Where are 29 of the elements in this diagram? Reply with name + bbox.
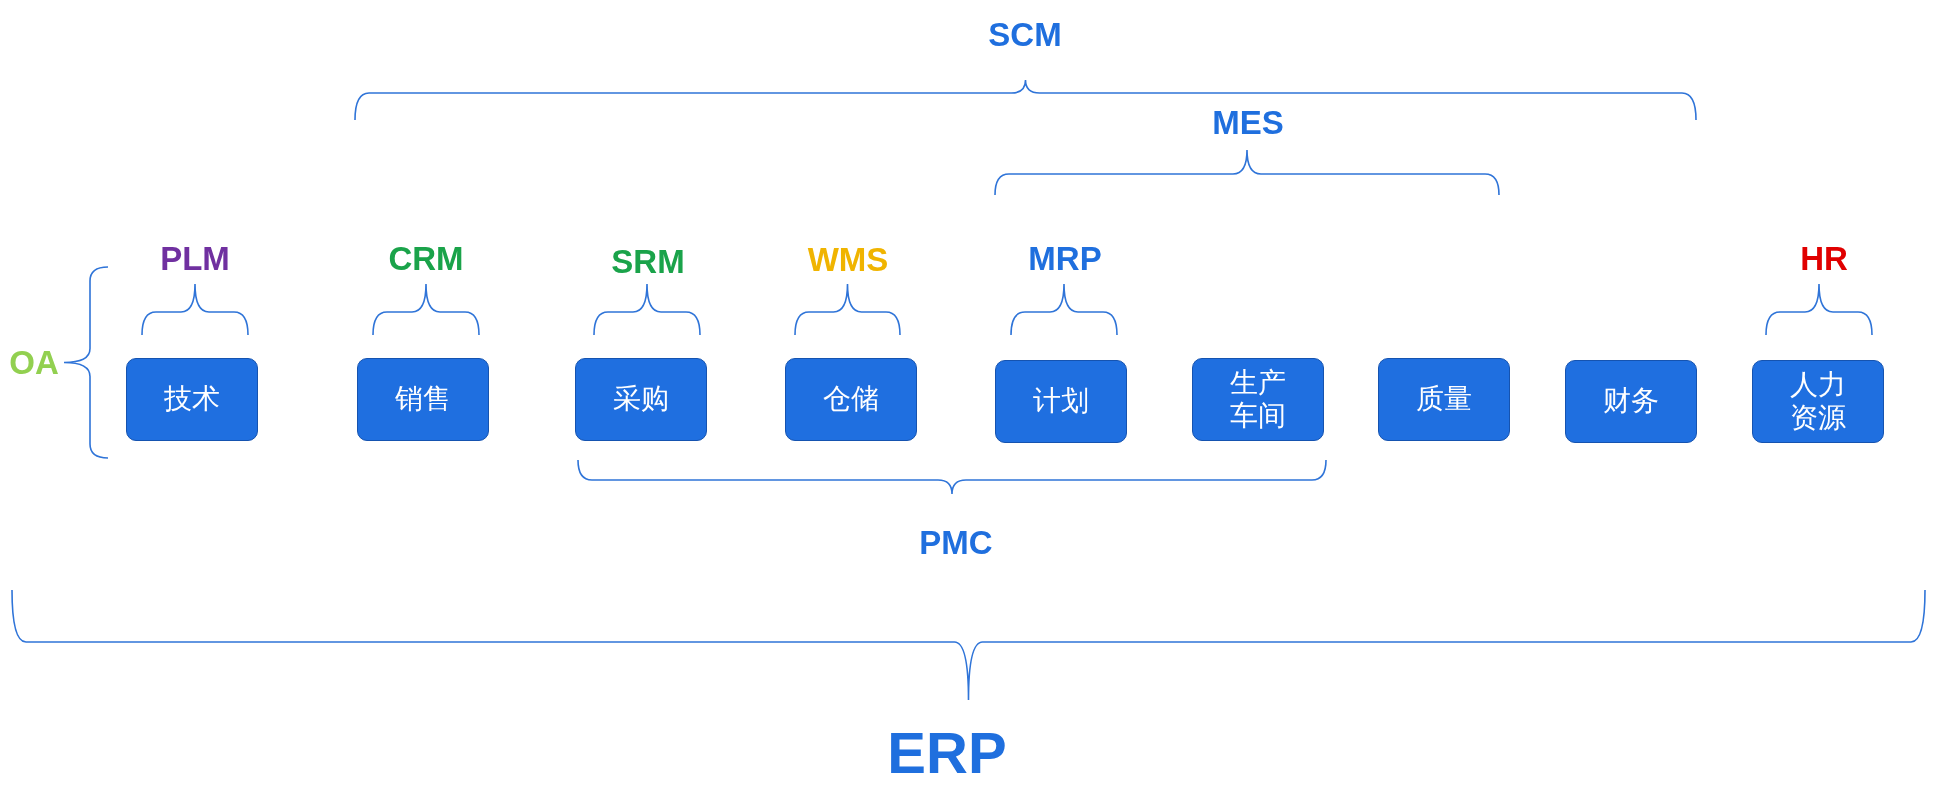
module-name: 生产车间 — [1229, 367, 1287, 432]
bracket-label: SCM — [988, 16, 1062, 54]
module-name: 技术 — [164, 383, 220, 416]
module-box — [1378, 358, 1510, 441]
module-box — [357, 358, 489, 441]
module-box — [1752, 360, 1884, 443]
module-box — [575, 358, 707, 441]
module-name: 财务 — [1603, 385, 1659, 418]
bracket-label: SRM — [611, 243, 685, 281]
module-name: 销售 — [395, 383, 451, 416]
bracket-label: PLM — [160, 240, 230, 278]
bracket-label: ERP — [887, 718, 1007, 786]
bracket-label: CRM — [388, 240, 464, 278]
bracket-label: MRP — [1028, 240, 1102, 278]
bracket-label: MES — [1212, 104, 1284, 142]
bracket-label: WMS — [807, 241, 889, 279]
module-box — [1565, 360, 1697, 443]
module-box — [126, 358, 258, 441]
module-name: 仓储 — [823, 383, 879, 416]
module-box — [1192, 358, 1324, 441]
bracket-label: OA — [9, 344, 59, 382]
module-box — [995, 360, 1127, 443]
module-name: 采购 — [613, 383, 669, 416]
module-name: 计划 — [1033, 385, 1089, 418]
module-name: 质量 — [1416, 383, 1472, 416]
module-name: 人力资源 — [1789, 369, 1847, 434]
bracket-label: PMC — [919, 524, 993, 562]
module-box — [785, 358, 917, 441]
bracket-label: HR — [1800, 240, 1848, 278]
